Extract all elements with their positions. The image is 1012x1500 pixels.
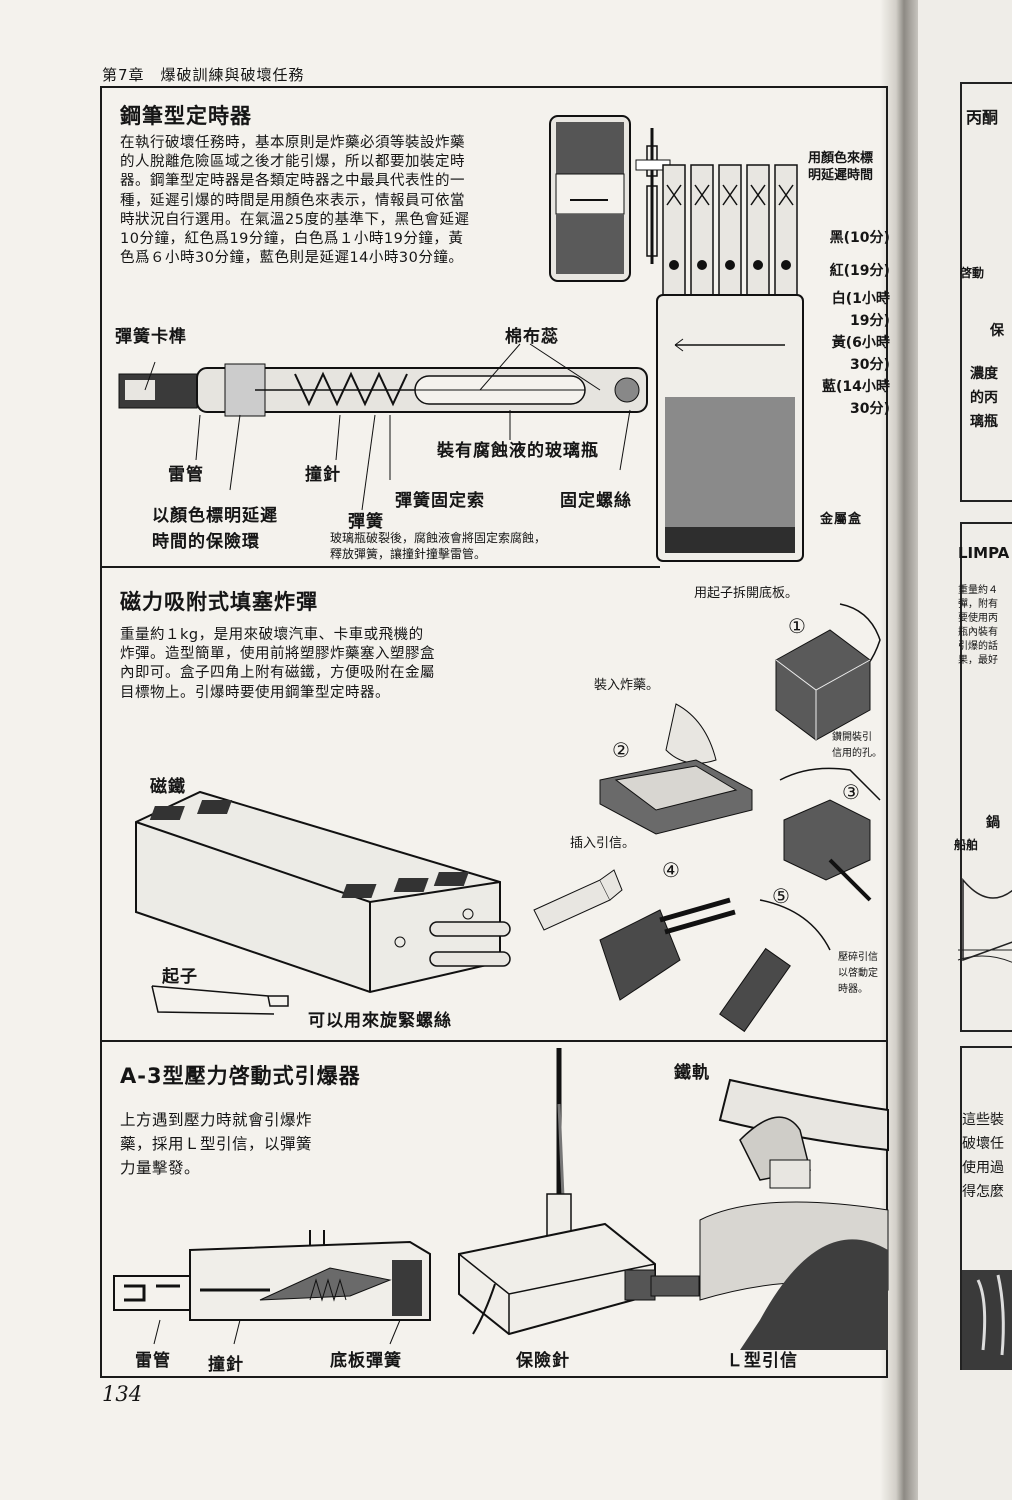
right-hand-illustration (962, 1270, 1012, 1370)
step1-number: ① (788, 614, 806, 638)
right-fragment-title: LIMPA (958, 544, 1010, 562)
step4-number: ④ (662, 858, 680, 882)
label-cotton-wick: 棉布蕊 (505, 327, 559, 347)
section3-title: A-3型壓力啓動式引爆器 (120, 1064, 361, 1088)
step4-text: 插入引信。 (570, 836, 636, 851)
delay-color-list: 黑(10分) 紅(19分) 白(1小時 19分) 黃(6小時 30分) 藍(14… (822, 222, 890, 420)
label-glass-vial: 裝有腐蝕液的玻璃瓶 (437, 441, 599, 461)
pen-timer-leader-lines (144, 343, 631, 511)
label-firing-pin: 撞針 (305, 465, 341, 485)
right-fragment-text: 啓動 (960, 266, 985, 280)
label-magnet: 磁鐵 (150, 777, 186, 797)
step2-illustration (599, 703, 753, 835)
label-l-fuse: Ｌ型引信 (726, 1351, 798, 1371)
section3-body: 上方遇到壓力時就會引爆炸藥，採用Ｌ型引信，以彈簧力量擊發。 (120, 1111, 313, 1177)
label-screwdriver: 起子 (162, 967, 198, 987)
rail-scene-illustration (699, 1078, 889, 1350)
step2-number: ② (612, 738, 630, 762)
right-frame-2 (960, 522, 1012, 1032)
label-a3-firing-pin: 撞針 (208, 1355, 244, 1375)
content-frame (100, 86, 888, 1378)
delay-yellow: 黃(6小時 (831, 335, 890, 351)
right-fragment-text: 保 (990, 323, 1004, 339)
a3-leader-lines (153, 1319, 401, 1345)
right-fragment-text: 濃度的丙璃瓶 (970, 366, 998, 430)
section2-body: 重量約１kg，是用來破壞汽車、卡車或飛機的炸彈。造型簡單，使用前將塑膠炸藥塞入塑… (120, 627, 435, 701)
metal-case-with-timers-illustration (656, 164, 804, 562)
section2-title: 磁力吸附式填塞炸彈 (120, 590, 318, 614)
step5-number: ⑤ (772, 884, 790, 908)
label-a3-base-spring: 底板彈簧 (330, 1351, 402, 1371)
label-screw-use: 可以用來旋緊螺絲 (308, 1011, 452, 1031)
delay-white: 白(1小時 (831, 291, 890, 307)
step1-text: 用起子拆開底板。 (694, 586, 799, 601)
screwdriver-plate-illustration (151, 985, 289, 1015)
chapter-header: 第7章 爆破訓練與破壞任務 (102, 66, 305, 84)
label-metal-case: 金屬盒 (820, 512, 863, 527)
label-spring-latch: 彈簧卡榫 (115, 327, 187, 347)
step3-illustration (779, 767, 881, 902)
a3-detonator-illustration (458, 1048, 700, 1336)
page-number: 134 (102, 1382, 143, 1406)
label-spring-cord: 彈簧固定索 (395, 491, 485, 511)
magnetic-bomb-illustration (135, 790, 511, 994)
timer-case-illustration (549, 115, 631, 282)
color-header: 用顏色來標明延遲時間 (808, 151, 874, 183)
label-spring: 彈簧 (348, 512, 384, 532)
delay-red: 紅(19分) (829, 263, 890, 279)
side-note-crush: 壓碎引信以啓動定時器。 (838, 952, 878, 995)
delay-blue: 藍(14小時 (822, 379, 890, 395)
right-fragment-text: 鍋 (986, 815, 1000, 831)
right-ship-illustration (957, 877, 1012, 963)
step1-illustration (775, 603, 881, 741)
label-detonator: 雷管 (168, 465, 204, 485)
pen-timer-cross-section (118, 363, 648, 417)
right-frame-1 (960, 82, 1012, 502)
step2-text: 裝入炸藥。 (594, 678, 660, 693)
section-divider (100, 566, 660, 568)
label-fixing-screw: 固定螺絲 (560, 491, 632, 511)
step4-illustration (533, 869, 736, 1001)
section1-title: 鋼筆型定時器 (120, 104, 252, 128)
a3-cross-section (113, 1230, 431, 1321)
step3-number: ③ (842, 780, 860, 804)
label-rail: 鐵軌 (674, 1063, 710, 1083)
step5-illustration (719, 899, 831, 1033)
label-safety-ring: 以顏色標明延遲時間的保險環 (152, 506, 278, 552)
side-note-drill: 鑽開裝引信用的孔。 (832, 732, 882, 759)
label-a3-detonator: 雷管 (135, 1351, 171, 1371)
section1-note: 玻璃瓶破裂後，腐蝕液會將固定索腐蝕，釋放彈簧，讓撞針撞擊雷管。 (330, 531, 547, 561)
right-fragment-text: 船舶 (954, 838, 979, 852)
section1-body: 在執行破壞任務時，基本原則是炸藥必須等裝設炸藥的人脫離危險區域之後才能引爆，所以… (120, 135, 470, 267)
label-safety-pin: 保險針 (516, 1351, 570, 1371)
section-divider (100, 1040, 888, 1042)
right-fragment-text: 這些裝破壞任使用過得怎麼 (962, 1112, 1004, 1200)
delay-black: 黑(10分) (829, 230, 890, 246)
right-fragment-title: 丙酮 (966, 108, 999, 127)
